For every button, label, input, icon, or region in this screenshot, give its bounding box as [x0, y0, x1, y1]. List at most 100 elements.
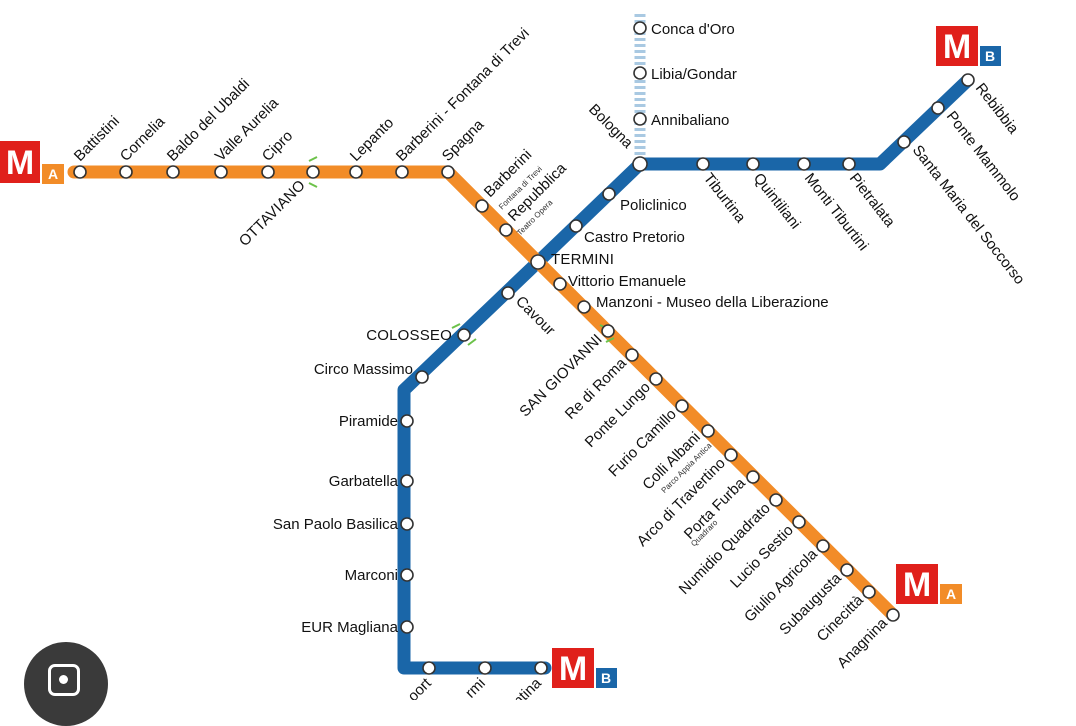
metro-map: M A M B M A M B — [0, 14, 1028, 700]
metro-b-logo-bottom: M B — [552, 648, 617, 688]
transfer-mark — [308, 156, 318, 188]
station-ponte-lungo[interactable] — [649, 372, 663, 386]
svg-text:A: A — [48, 166, 58, 182]
station-spagna[interactable] — [441, 165, 455, 179]
label-circo: Circo Massimo — [314, 361, 413, 378]
station-battistini[interactable] — [73, 165, 87, 179]
station-cinecitta[interactable] — [862, 585, 876, 599]
label-colosseo: COLOSSEO — [366, 327, 452, 344]
station-subaugusta[interactable] — [840, 563, 854, 577]
station-barberini-fontana[interactable] — [395, 165, 409, 179]
station-eur-magliana[interactable] — [400, 620, 414, 634]
label-policlinico: Policlinico — [620, 197, 687, 214]
svg-text:M: M — [6, 144, 34, 182]
station-conca[interactable] — [633, 21, 647, 35]
station-arco[interactable] — [724, 448, 738, 462]
lens-icon-dot — [59, 675, 68, 684]
svg-text:M: M — [903, 566, 931, 604]
station-ottaviano[interactable] — [306, 165, 320, 179]
label-lepanto: Lepanto — [347, 114, 397, 164]
station-cipro[interactable] — [261, 165, 275, 179]
station-eur-fermi[interactable] — [478, 661, 492, 675]
station-castro[interactable] — [569, 219, 583, 233]
label-termini: TERMINI — [551, 251, 614, 268]
station-repubblica[interactable] — [499, 223, 513, 237]
station-barberini[interactable] — [475, 199, 489, 213]
label-libia: Libia/Gondar — [651, 66, 737, 83]
station-san-giovanni[interactable] — [601, 324, 615, 338]
station-rebibbia[interactable] — [961, 73, 975, 87]
station-baldo[interactable] — [166, 165, 180, 179]
label-ottaviano: OTTAVIANO — [236, 177, 309, 250]
station-colli[interactable] — [701, 424, 715, 438]
station-cavour[interactable] — [501, 286, 515, 300]
label-annibaliano: Annibaliano — [651, 112, 729, 129]
svg-text:B: B — [601, 670, 611, 686]
lens-search-button[interactable] — [24, 642, 108, 726]
station-eur-palasport[interactable] — [422, 661, 436, 675]
station-libia[interactable] — [633, 66, 647, 80]
label-rebibbia: Rebibbia — [972, 80, 1022, 138]
station-valle[interactable] — [214, 165, 228, 179]
station-policlinico[interactable] — [602, 187, 616, 201]
transfer-mark — [451, 323, 477, 346]
metro-b-logo-top-right: M B — [936, 26, 1001, 66]
station-piramide[interactable] — [400, 414, 414, 428]
label-baldo: Baldo del Ubaldi — [164, 76, 253, 165]
label-piramide: Piramide — [339, 413, 398, 430]
station-pietralata[interactable] — [842, 157, 856, 171]
station-giulio[interactable] — [816, 539, 830, 553]
station-circo[interactable] — [415, 370, 429, 384]
station-marconi[interactable] — [400, 568, 414, 582]
station-san-paolo[interactable] — [400, 517, 414, 531]
station-laurentina[interactable] — [534, 661, 548, 675]
lens-icon — [48, 664, 80, 696]
station-vittorio[interactable] — [553, 277, 567, 291]
station-colosseo[interactable] — [457, 328, 471, 342]
label-san-giovanni: SAN GIOVANNI — [516, 331, 606, 421]
label-bologna: Bologna — [585, 101, 636, 152]
svg-text:M: M — [943, 28, 971, 66]
station-numidio[interactable] — [769, 493, 783, 507]
label-battistini: Battistini — [71, 113, 123, 165]
station-annibaliano[interactable] — [633, 112, 647, 126]
station-anagnina[interactable] — [886, 608, 900, 622]
label-santa-maria: Santa Maria del Soccorso — [909, 142, 1028, 288]
station-tiburtina[interactable] — [696, 157, 710, 171]
svg-text:M: M — [559, 650, 587, 688]
label-cipro: Cipro — [259, 127, 296, 164]
label-eur-fermi: rmi — [462, 675, 489, 700]
station-bologna[interactable] — [632, 156, 648, 172]
line-a-track — [67, 165, 900, 622]
station-porta-furba[interactable] — [746, 470, 760, 484]
station-manzoni[interactable] — [577, 300, 591, 314]
station-santa-maria[interactable] — [897, 135, 911, 149]
label-eur-palasport: oort — [405, 674, 436, 700]
station-termini[interactable] — [530, 254, 546, 270]
label-cornelia: Cornelia — [117, 113, 169, 165]
station-lucio[interactable] — [792, 515, 806, 529]
svg-text:A: A — [946, 586, 956, 602]
label-garbatella: Garbatella — [329, 473, 399, 490]
label-conca: Conca d'Oro — [651, 21, 735, 38]
station-quintiliani[interactable] — [746, 157, 760, 171]
station-cornelia[interactable] — [119, 165, 133, 179]
metro-a-logo-bottom-right: M A — [896, 564, 962, 604]
label-laurentina: ntina — [510, 674, 545, 700]
label-cavour: Cavour — [512, 293, 558, 339]
station-re-di-roma[interactable] — [625, 348, 639, 362]
label-marconi: Marconi — [345, 567, 398, 584]
label-manzoni: Manzoni - Museo della Liberazione — [596, 294, 829, 311]
station-monti[interactable] — [797, 157, 811, 171]
metro-a-logo-left: M A — [0, 141, 64, 184]
station-garbatella[interactable] — [400, 474, 414, 488]
label-castro: Castro Pretorio — [584, 229, 685, 246]
station-ponte-mammolo[interactable] — [931, 101, 945, 115]
label-san-paolo: San Paolo Basilica — [273, 516, 399, 533]
label-tiburtina: Tiburtina — [700, 170, 749, 227]
station-furio[interactable] — [675, 399, 689, 413]
label-quintiliani: Quintiliani — [750, 170, 804, 232]
label-vittorio: Vittorio Emanuele — [568, 273, 686, 290]
station-lepanto[interactable] — [349, 165, 363, 179]
label-eur-magliana: EUR Magliana — [301, 619, 398, 636]
